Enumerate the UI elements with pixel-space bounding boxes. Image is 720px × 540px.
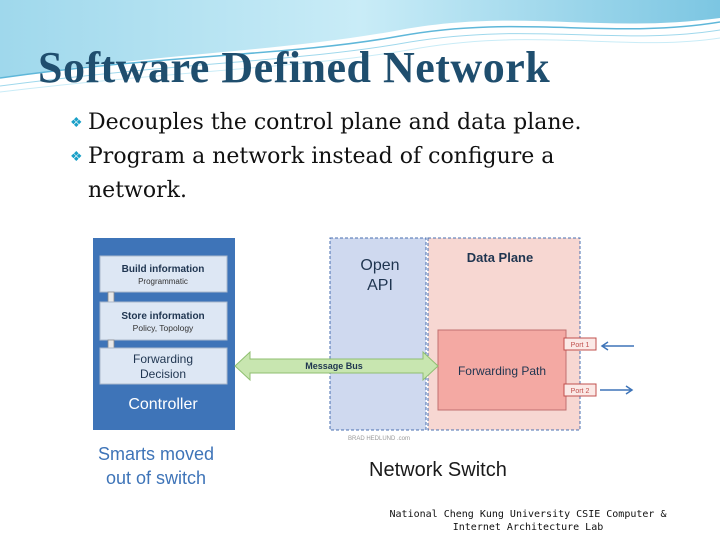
port2-arrow-icon xyxy=(600,385,634,395)
port2-label: Port 2 xyxy=(571,388,590,395)
slide-title: Software Defined Network xyxy=(38,43,551,92)
message-bus-arrow-icon xyxy=(234,350,439,382)
store-information-box xyxy=(99,301,228,341)
network-switch-label: Network Switch xyxy=(369,459,507,481)
port1-arrow-icon xyxy=(600,341,634,351)
brad-hedlund-watermark: BRAD HEDLUND .com xyxy=(348,436,410,442)
open-api-line2: API xyxy=(367,277,393,294)
forwarding-path-label: Forwarding Path xyxy=(458,364,546,378)
forwarding-decision-line2: Decision xyxy=(140,367,186,381)
bullet-list: ❖ Decouples the control plane and data p… xyxy=(70,106,628,208)
sdn-diagram: Build information Programmatic Store inf… xyxy=(90,236,635,488)
port2-tag xyxy=(563,383,597,397)
port1-label: Port 1 xyxy=(571,342,590,349)
smarts-line1: Smarts moved xyxy=(98,444,214,464)
bullet-text: Decouples the control plane and data pla… xyxy=(88,110,582,135)
header-wave-decoration xyxy=(0,0,720,93)
bullet-marker-icon: ❖ xyxy=(70,149,83,165)
store-information-sub: Policy, Topology xyxy=(133,323,194,333)
bullet-text: Program a network instead of configure a… xyxy=(88,144,555,203)
bullet-item: ❖ Decouples the control plane and data p… xyxy=(70,106,628,140)
build-information-box xyxy=(99,255,228,293)
footer-line-1: National Cheng Kung University CSIE Comp… xyxy=(389,509,667,520)
build-information-sub: Programmatic xyxy=(138,277,188,286)
footer-credit: National Cheng Kung University CSIE Comp… xyxy=(378,508,678,534)
store-information-label: Store information xyxy=(121,311,204,322)
forwarding-decision-box xyxy=(99,347,228,385)
smarts-line2: out of switch xyxy=(106,468,206,488)
build-information-label: Build information xyxy=(122,264,205,275)
open-api-line1: Open xyxy=(360,257,399,274)
open-api-panel xyxy=(329,237,427,431)
controller-label: Controller xyxy=(128,396,198,413)
message-bus-label: Message Bus xyxy=(305,361,363,371)
forwarding-decision-line1: Forwarding xyxy=(133,352,193,366)
bullet-item: ❖ Program a network instead of configure… xyxy=(70,140,628,208)
bullet-marker-icon: ❖ xyxy=(70,115,83,131)
port1-tag xyxy=(563,337,597,351)
data-plane-label: Data Plane xyxy=(467,250,533,265)
forwarding-path-box xyxy=(437,329,567,411)
footer-line-2: Internet Architecture Lab xyxy=(452,522,604,533)
